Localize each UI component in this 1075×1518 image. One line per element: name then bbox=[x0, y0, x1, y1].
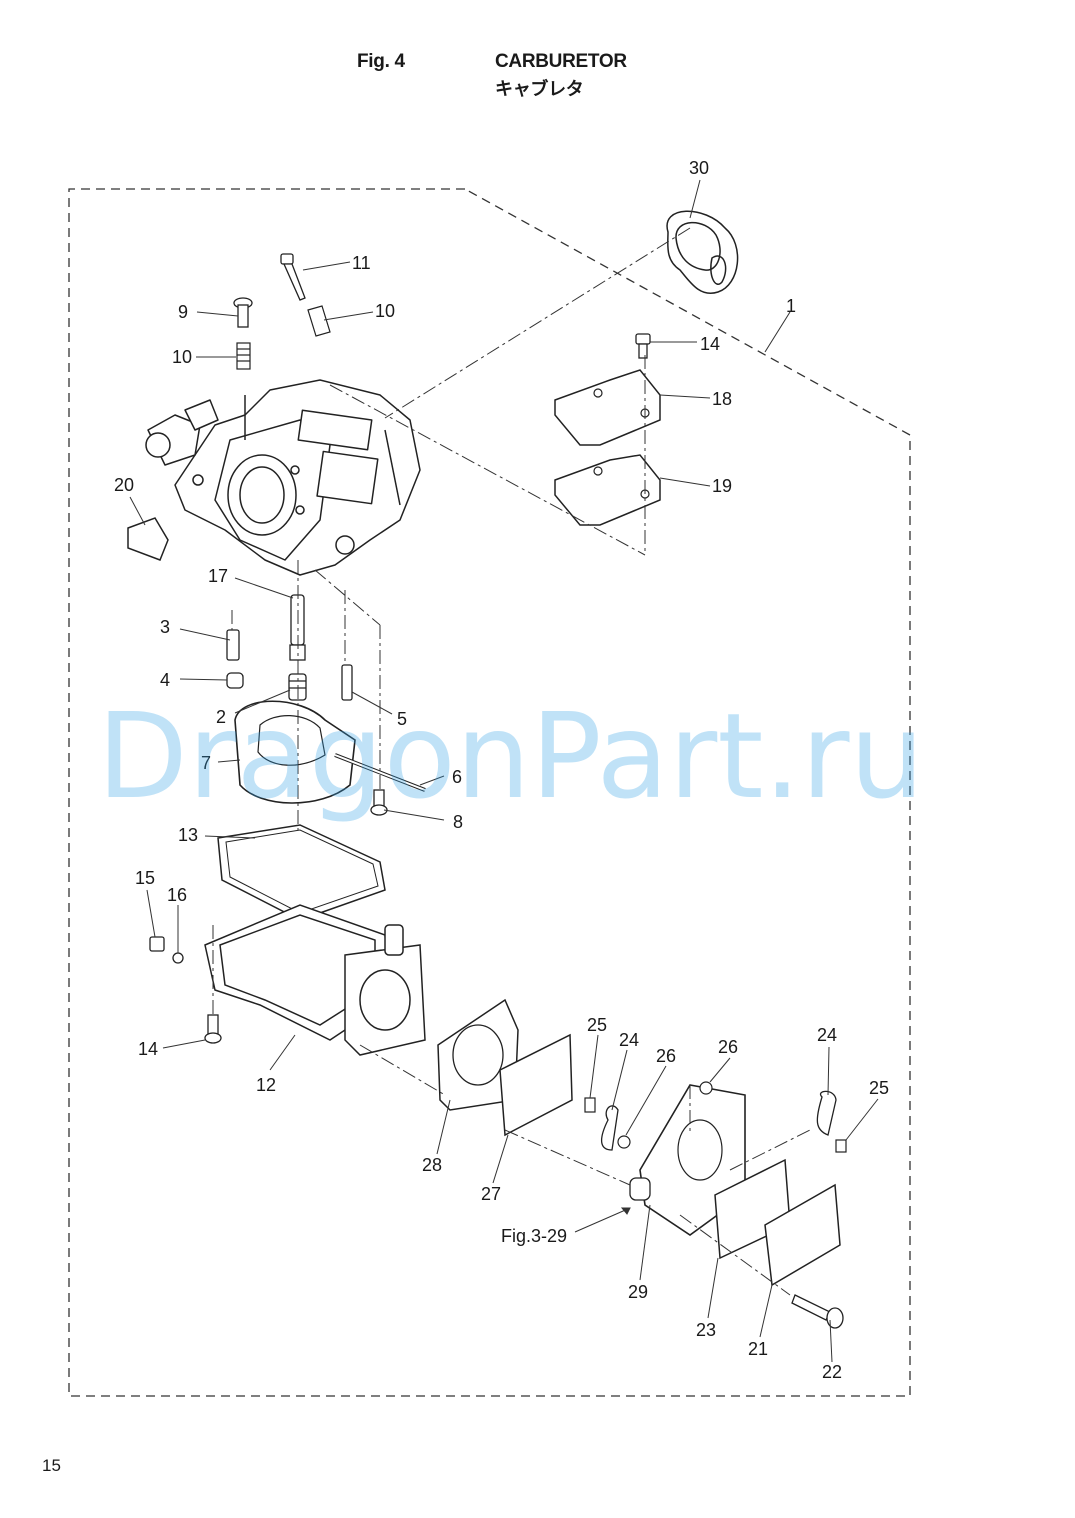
callout-25-left: 25 bbox=[587, 1015, 607, 1035]
callout-5: 5 bbox=[397, 709, 407, 729]
callout-26-right: 26 bbox=[718, 1037, 738, 1057]
screw-25-right bbox=[835, 1139, 847, 1153]
screw-25-left bbox=[584, 1097, 596, 1113]
carburetor-body bbox=[145, 379, 421, 576]
callout-14-top: 14 bbox=[700, 334, 720, 354]
callout-10-left: 10 bbox=[172, 347, 192, 367]
jet-3 bbox=[226, 629, 240, 661]
callout-7: 7 bbox=[201, 753, 211, 773]
callout-27: 27 bbox=[481, 1184, 501, 1204]
part-20 bbox=[127, 517, 169, 561]
callout-10-right: 10 bbox=[375, 301, 395, 321]
callout-24-right: 24 bbox=[817, 1025, 837, 1045]
nut-26-right bbox=[699, 1081, 713, 1095]
screw-22 bbox=[791, 1294, 844, 1329]
needle-valve-5 bbox=[341, 664, 353, 701]
callout-1: 1 bbox=[786, 296, 796, 316]
callout-29: 29 bbox=[628, 1282, 648, 1302]
callout-25-right: 25 bbox=[869, 1078, 889, 1098]
gasket-19 bbox=[554, 454, 661, 526]
screw-14-bottom bbox=[204, 1014, 222, 1044]
drain-screw-15 bbox=[149, 936, 165, 952]
gasket-18 bbox=[554, 369, 661, 446]
callout-13: 13 bbox=[178, 825, 198, 845]
callout-15: 15 bbox=[135, 868, 155, 888]
float-bowl-12 bbox=[204, 904, 426, 1056]
plug-4 bbox=[226, 672, 244, 689]
callout-4: 4 bbox=[160, 670, 170, 690]
callout-18: 18 bbox=[712, 389, 732, 409]
figure-number: Fig. 4 bbox=[357, 51, 405, 72]
figure-title-japanese: キャブレタ bbox=[495, 79, 584, 100]
callout-9: 9 bbox=[178, 302, 188, 322]
screw-14-top bbox=[635, 333, 651, 359]
screw-8 bbox=[370, 789, 388, 816]
figure-title: CARBURETOR bbox=[495, 51, 627, 72]
alignment-lines bbox=[212, 227, 811, 1296]
callout-12: 12 bbox=[256, 1075, 276, 1095]
valve-24-right bbox=[816, 1090, 837, 1136]
callout-14-bottom: 14 bbox=[138, 1039, 158, 1059]
spring-10-left bbox=[236, 342, 251, 370]
callout-19: 19 bbox=[712, 476, 732, 496]
leader-lines bbox=[129, 179, 879, 1363]
nut-26-left bbox=[617, 1135, 631, 1149]
callout-20: 20 bbox=[114, 475, 134, 495]
callout-26-left: 26 bbox=[656, 1046, 676, 1066]
cover-21 bbox=[764, 1183, 841, 1287]
gasket-30 bbox=[666, 210, 739, 295]
watermark: DragonPart.ru bbox=[97, 687, 924, 825]
callout-17: 17 bbox=[208, 566, 228, 586]
float-7 bbox=[234, 700, 356, 804]
callout-3: 3 bbox=[160, 617, 170, 637]
callout-28: 28 bbox=[422, 1155, 442, 1175]
callout-11: 11 bbox=[352, 253, 371, 273]
callout-21: 21 bbox=[748, 1339, 768, 1359]
callout-23: 23 bbox=[696, 1320, 716, 1340]
callout-6: 6 bbox=[452, 767, 462, 787]
diaphragm-27 bbox=[499, 1033, 573, 1137]
gasket-13 bbox=[217, 824, 386, 921]
callout-22: 22 bbox=[822, 1362, 842, 1382]
cross-reference-label: Fig.3-29 bbox=[501, 1226, 567, 1246]
callout-2: 2 bbox=[216, 707, 226, 727]
callout-24-left: 24 bbox=[619, 1030, 639, 1050]
callout-8: 8 bbox=[453, 812, 463, 832]
callout-30: 30 bbox=[689, 158, 709, 178]
screw-9 bbox=[233, 297, 253, 328]
assembly-boundary bbox=[68, 188, 911, 1397]
callout-labels: 30 11 1 9 10 10 14 18 19 20 17 3 4 2 5 7… bbox=[114, 158, 889, 1382]
callout-16: 16 bbox=[167, 885, 187, 905]
spring-10-right bbox=[307, 305, 331, 337]
valve-24-left bbox=[601, 1105, 619, 1151]
page-number: 15 bbox=[42, 1456, 61, 1475]
screw-11 bbox=[280, 253, 306, 301]
washer-16 bbox=[172, 952, 184, 964]
